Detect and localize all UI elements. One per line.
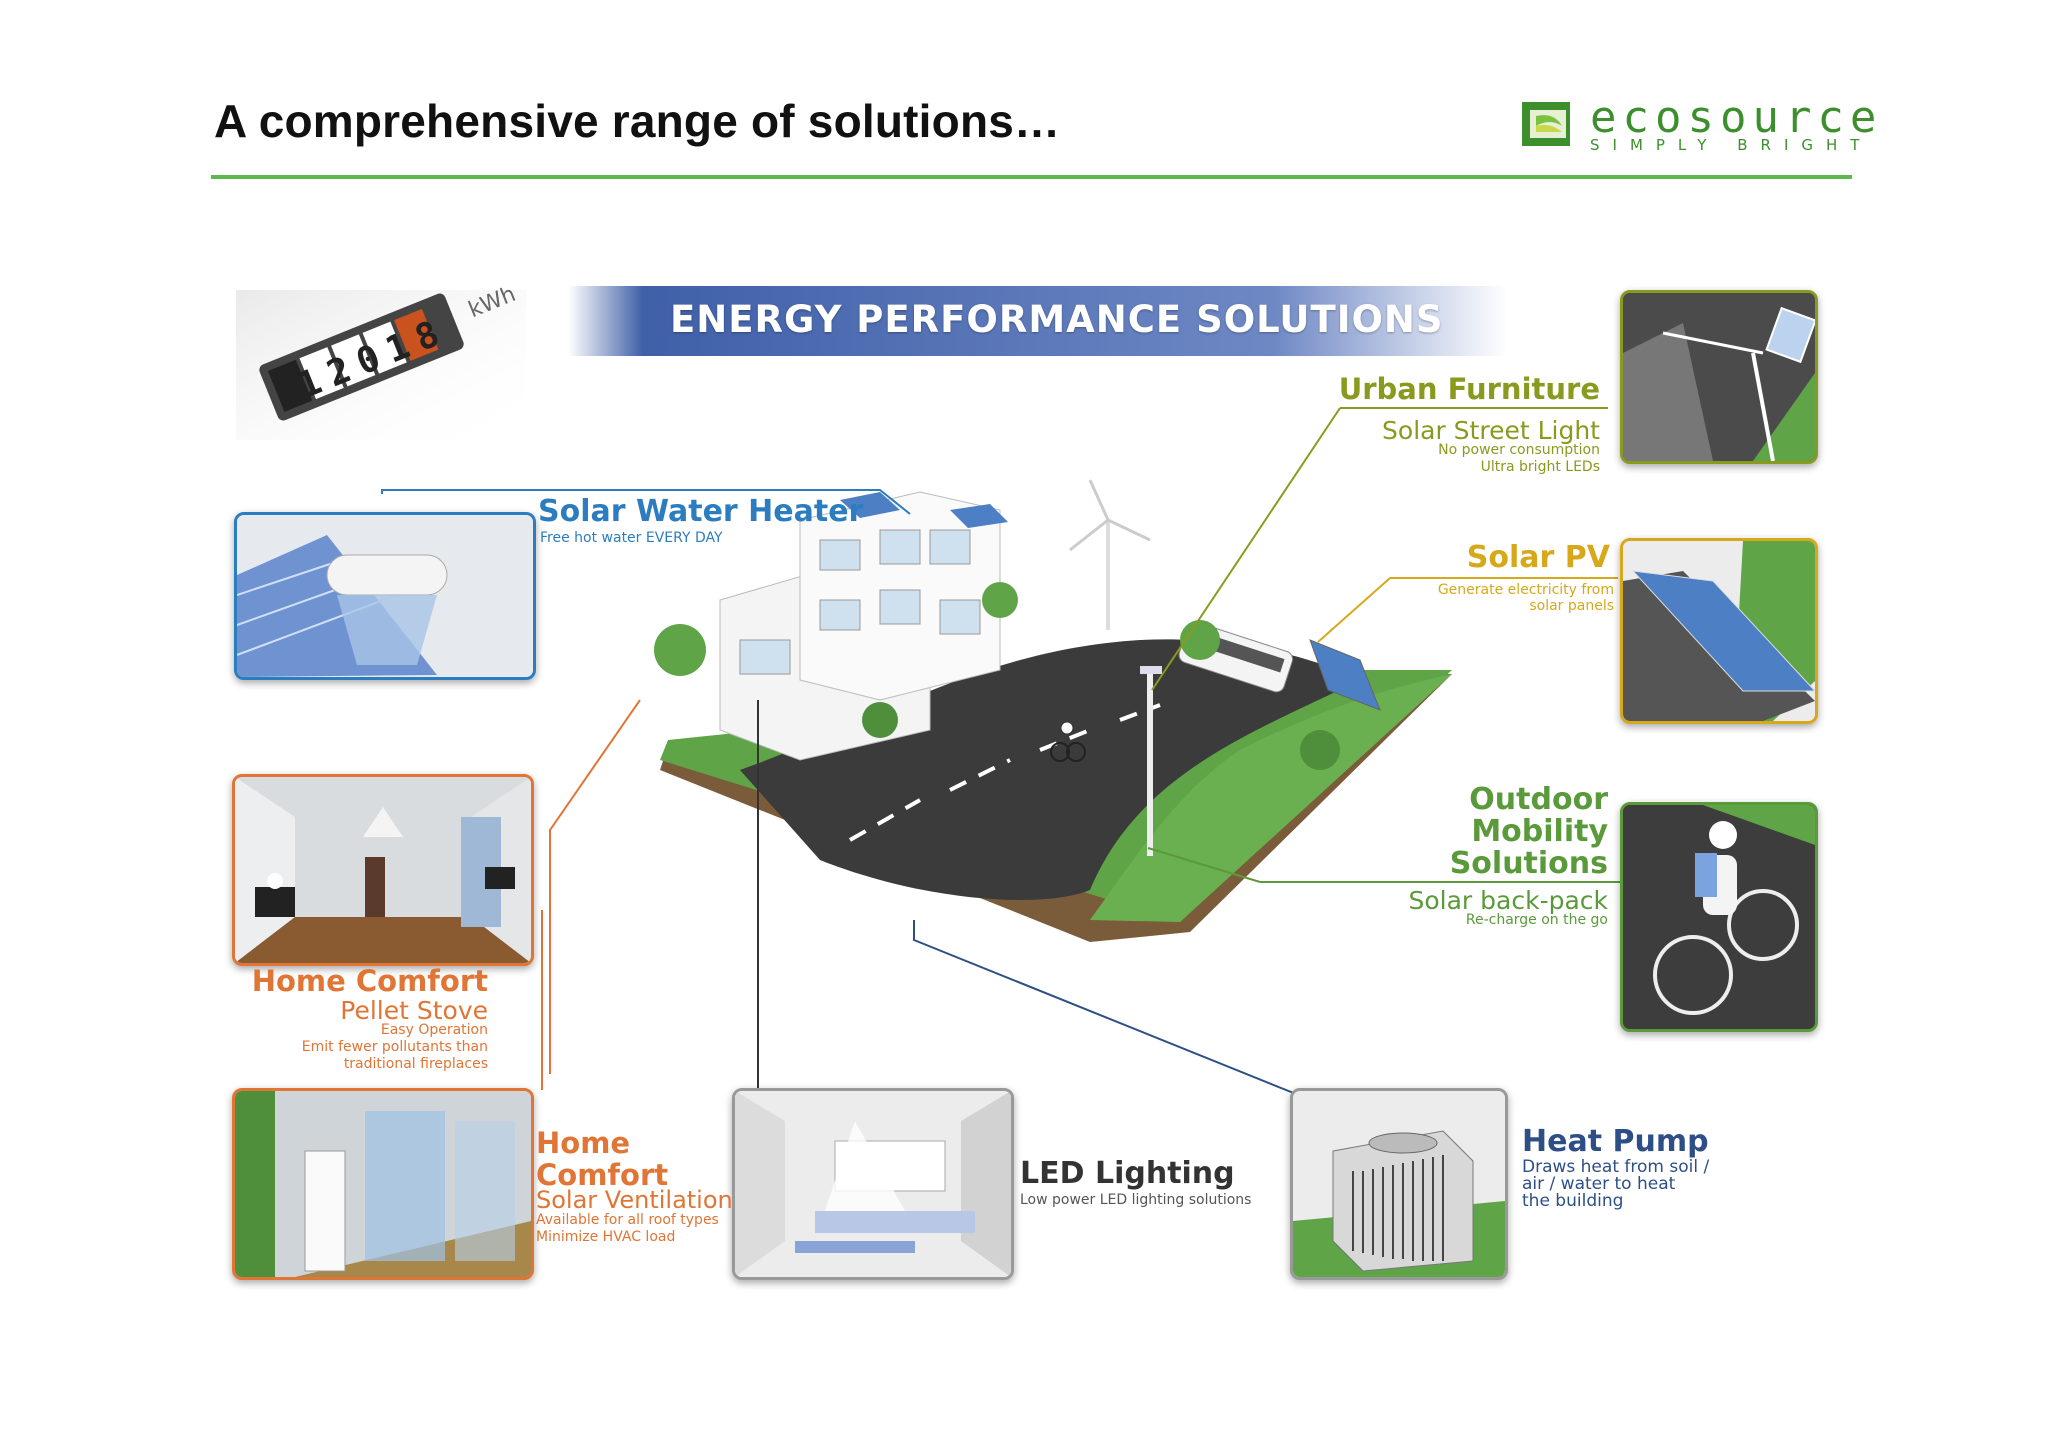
home-comfort-stove-sub: Pellet Stove [340, 996, 488, 1025]
solar-backpack-cyclist-panel [1620, 802, 1818, 1032]
urban-furniture-line1: No power consumption [1438, 442, 1600, 458]
solar-water-heater-title: Solar Water Heater [538, 494, 864, 529]
home-comfort-vent-title-1: Home [536, 1126, 631, 1160]
pellet-stove-room-panel [232, 774, 534, 966]
led-lighting-title: LED Lighting [1020, 1156, 1235, 1191]
solar-pv-line1: Generate electricity from [1437, 582, 1614, 598]
energy-meter-image: 12018 kWh [236, 282, 526, 440]
solar-water-heater-panel [234, 512, 536, 680]
logo-tagline: SIMPLY BRIGHT [1590, 136, 1873, 154]
heat-pump-line3: the building [1522, 1191, 1624, 1211]
solar-pv-title: Solar PV [1466, 540, 1610, 575]
outdoor-mobility-title-1: Outdoor [1469, 782, 1608, 817]
ecosource-logo [1516, 94, 1856, 160]
urban-furniture-title: Urban Furniture [1338, 372, 1600, 406]
header-divider [211, 175, 1852, 179]
solar-pv-panel [1620, 538, 1818, 724]
banner-background [568, 286, 1508, 356]
outdoor-mobility-sub: Solar back-pack [1408, 886, 1609, 915]
heat-pump-line1: Draws heat from soil / [1522, 1157, 1710, 1177]
solar-pv-line2: solar panels [1529, 598, 1614, 614]
led-lighting-office-panel [732, 1088, 1014, 1280]
solar-water-heater-desc: Free hot water EVERY DAY [540, 530, 723, 546]
heat-pump-unit-panel [1290, 1088, 1508, 1280]
heat-pump-line2: air / water to heat [1522, 1174, 1676, 1194]
outdoor-mobility-title-2: Mobility [1471, 814, 1608, 849]
home-comfort-stove-line2: Emit fewer pollutants than [301, 1039, 488, 1055]
solar-ventilation-bathroom-panel [232, 1088, 534, 1280]
led-lighting-desc: Low power LED lighting solutions [1020, 1192, 1252, 1208]
house-illustration [620, 470, 1480, 950]
home-comfort-vent-sub: Solar Ventilation [536, 1186, 733, 1214]
home-comfort-vent-line1: Available for all roof types [536, 1212, 719, 1228]
home-comfort-stove-line3: traditional fireplaces [343, 1056, 488, 1072]
leaf-logo-icon [1522, 102, 1570, 146]
home-comfort-vent-line2: Minimize HVAC load [536, 1229, 676, 1245]
heat-pump-title: Heat Pump [1522, 1124, 1709, 1159]
solar-street-light-panel [1620, 290, 1818, 464]
urban-furniture-sub: Solar Street Light [1382, 416, 1600, 445]
outdoor-mobility-line1: Re-charge on the go [1465, 912, 1608, 928]
outdoor-mobility-title-3: Solutions [1449, 846, 1608, 881]
home-comfort-stove-title: Home Comfort [251, 964, 488, 998]
logo-wordmark: ecosource [1590, 92, 1883, 143]
home-comfort-stove-line1: Easy Operation [380, 1022, 488, 1038]
home-comfort-vent-title-2: Comfort [536, 1158, 669, 1192]
banner-title: ENERGY PERFORMANCE SOLUTIONS [670, 298, 1444, 341]
slide-title: A comprehensive range of solutions… [214, 95, 1061, 147]
urban-furniture-line2: Ultra bright LEDs [1480, 459, 1600, 475]
